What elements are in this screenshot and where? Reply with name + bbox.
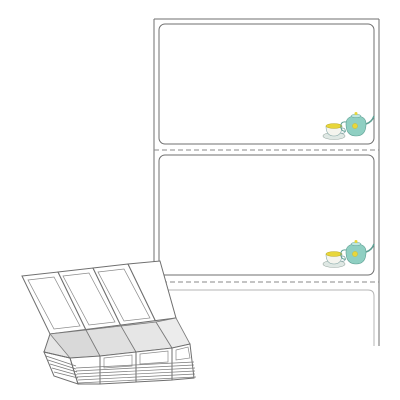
backing-sheet	[153, 18, 380, 346]
label-top	[158, 23, 375, 145]
label-bottom	[158, 154, 375, 276]
fanfold-stack	[21, 260, 197, 385]
next-label-edge	[168, 289, 375, 346]
